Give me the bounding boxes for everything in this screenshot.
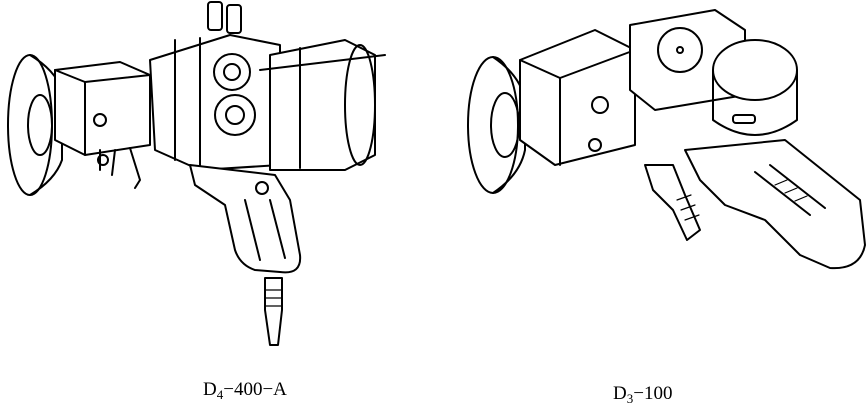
caption-d3-100: D3−100 bbox=[613, 383, 672, 407]
d4-400-a-welding-gun-illustration bbox=[7, 1, 386, 346]
caption-d4-400-a: D4−400−A bbox=[203, 379, 287, 403]
caption-d4-suffix: −400−A bbox=[223, 379, 287, 400]
caption-d3-suffix: −100 bbox=[633, 383, 673, 404]
caption-d3-prefix: D bbox=[613, 383, 627, 404]
caption-d3-subscript: 3 bbox=[626, 391, 634, 406]
caption-d4-subscript: 4 bbox=[216, 387, 224, 402]
caption-d4-prefix: D bbox=[203, 379, 217, 400]
d3-100-welding-gun-illustration bbox=[467, 9, 866, 270]
